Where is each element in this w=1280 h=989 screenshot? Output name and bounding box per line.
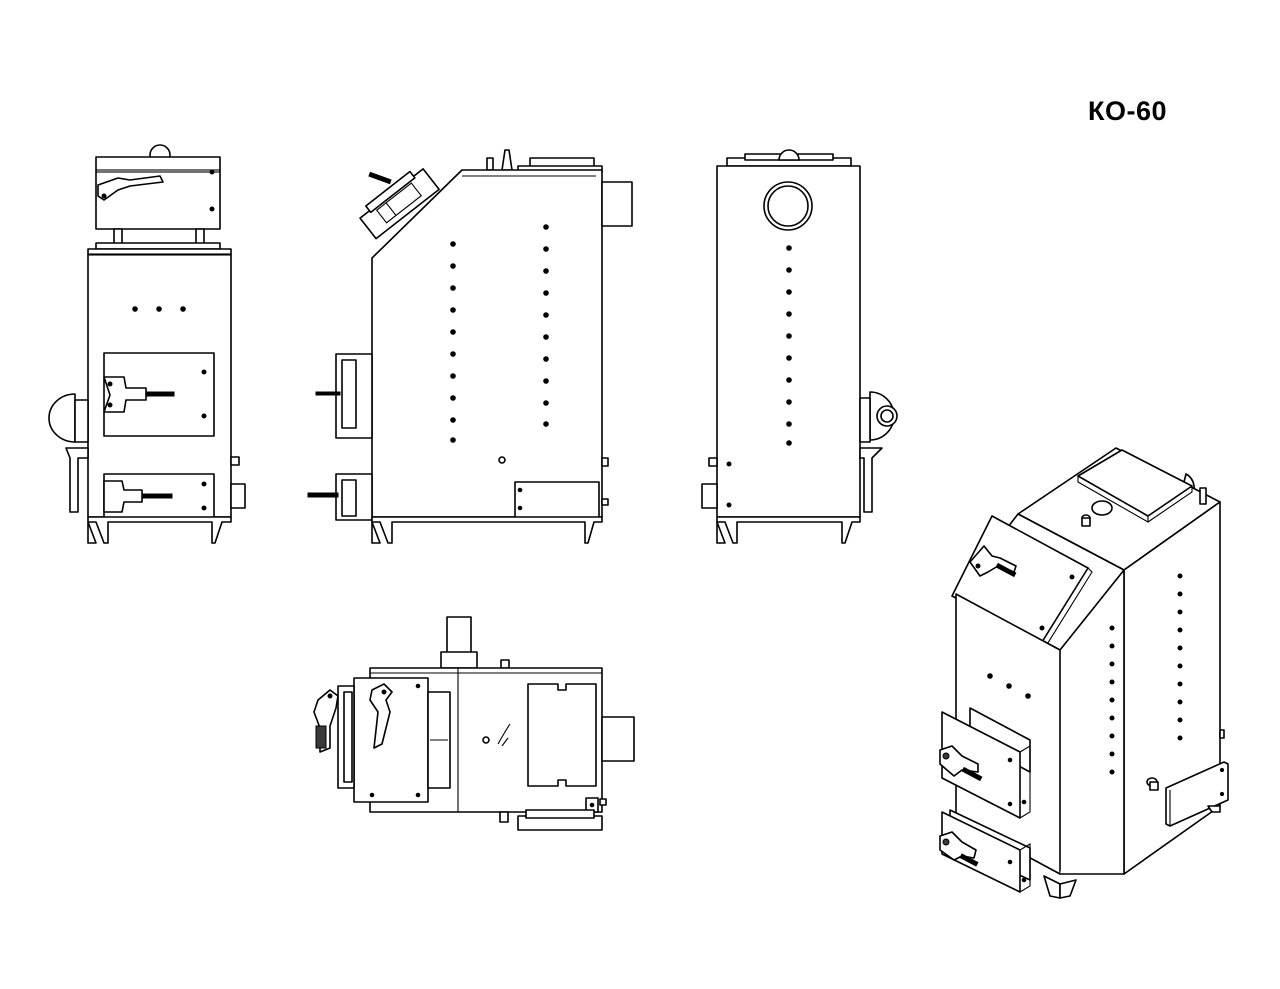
top-loading-door (353, 677, 429, 803)
front-top-door (95, 156, 221, 230)
front-top-door-handle (97, 175, 164, 201)
back-view (701, 149, 898, 544)
iso-dots-right (1177, 573, 1183, 741)
side-flue-outlet (601, 181, 633, 227)
back-fan (859, 391, 898, 513)
side-body (371, 169, 603, 518)
front-ash-door-handle (103, 480, 173, 513)
front-legs (87, 516, 232, 544)
front-fan (48, 393, 89, 513)
isometric-view (939, 447, 1229, 899)
top-view (313, 616, 635, 831)
front-view (48, 144, 246, 544)
iso-ash-door (939, 809, 1031, 893)
top-side-handle (313, 689, 339, 753)
front-fire-door-handle (103, 376, 175, 413)
side-dots-left (450, 241, 456, 443)
top-cleanout-panel (527, 683, 597, 787)
side-cleanout-panel (514, 481, 600, 521)
side-dots-right (543, 224, 549, 427)
iso-loading-door-handle (969, 545, 1017, 578)
side-view (307, 149, 633, 544)
top-door-handle (369, 683, 393, 749)
side-ash-door (307, 473, 373, 521)
back-legs (716, 516, 861, 544)
iso-fire-door (939, 707, 1031, 819)
side-legs (371, 516, 603, 544)
top-flue-outlet (601, 716, 635, 762)
side-fire-door (315, 353, 373, 439)
iso-dots-left (1109, 625, 1115, 775)
iso-cleanout-panel (1165, 761, 1229, 827)
back-dots (786, 245, 792, 446)
side-slant-door (359, 168, 440, 240)
model-label: КО-60 (1088, 96, 1168, 126)
